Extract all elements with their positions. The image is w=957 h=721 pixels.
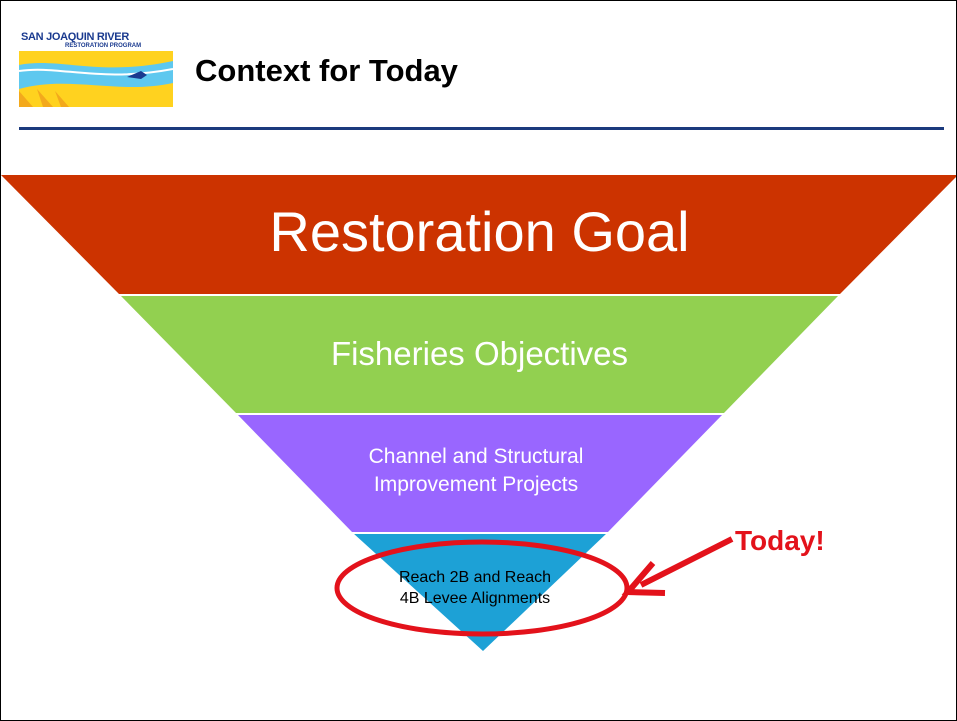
- callout-arrow: [621, 536, 734, 596]
- logo-graphic: [19, 51, 173, 107]
- funnel-label-channel-projects: Channel and Structural Improvement Proje…: [301, 443, 651, 499]
- funnel-label-restoration-goal: Restoration Goal: [269, 200, 690, 263]
- slide-title: Context for Today: [195, 53, 458, 88]
- highlight-ellipse: [334, 539, 630, 637]
- title-rule: [19, 127, 944, 130]
- funnel-label-levee-line1: Reach 2B and Reach: [398, 569, 552, 586]
- funnel-level-fisheries-objectives: [120, 295, 839, 414]
- today-callout: Today!: [735, 525, 825, 556]
- funnel-label-levee-line2: 4B Levee Alignments: [399, 590, 551, 607]
- funnel-label-channel-line2: Improvement Projects: [373, 473, 579, 496]
- funnel-label-levee-alignments: Reach 2B and Reach 4B Levee Alignments: [338, 567, 612, 609]
- funnel-label-channel-line1: Channel and Structural: [368, 445, 584, 468]
- funnel-level-levee-alignments: [353, 533, 607, 651]
- funnel-level-restoration-goal: [1, 175, 956, 295]
- logo-title: SAN JOAQUIN RIVER: [21, 31, 129, 43]
- funnel-level-channel-projects: [237, 414, 723, 533]
- funnel-label-fisheries-objectives: Fisheries Objectives: [330, 335, 629, 372]
- logo-subtitle: RESTORATION PROGRAM: [65, 43, 142, 49]
- program-logo: SAN JOAQUIN RIVER RESTORATION PROGRAM: [19, 31, 173, 107]
